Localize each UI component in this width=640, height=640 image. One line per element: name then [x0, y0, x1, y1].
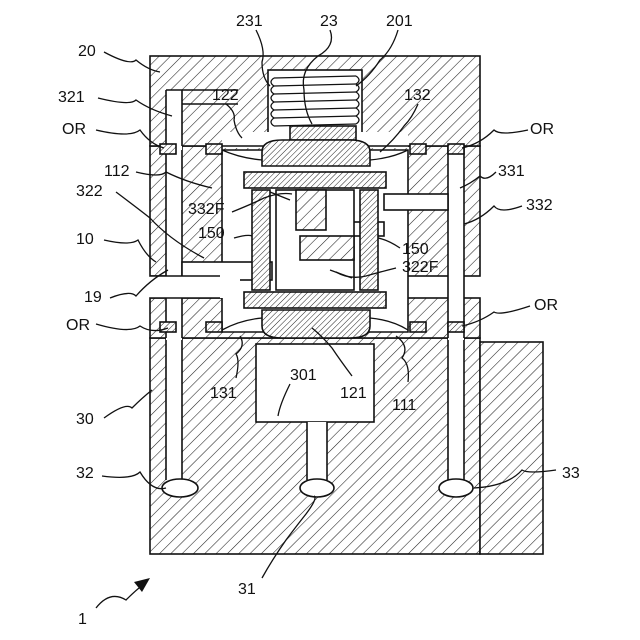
- label-332: 332: [526, 197, 553, 214]
- label-231: 231: [236, 13, 263, 30]
- label-301: 301: [290, 367, 317, 384]
- label-321: 321: [58, 89, 85, 106]
- label-or-top-left: OR: [62, 121, 86, 138]
- port-32: [162, 479, 198, 497]
- label-or-bottom-right: OR: [534, 297, 558, 314]
- label-figure-1: 1: [78, 611, 87, 628]
- label-or-top-right: OR: [530, 121, 554, 138]
- label-32: 32: [76, 465, 94, 482]
- label-121: 121: [340, 385, 367, 402]
- spacer-150-left: [252, 190, 270, 290]
- label-or-bottom-left: OR: [66, 317, 90, 334]
- label-201: 201: [386, 13, 413, 30]
- label-112: 112: [104, 163, 130, 180]
- label-31: 31: [238, 581, 256, 598]
- label-122: 122: [212, 87, 239, 104]
- label-131: 131: [210, 385, 237, 402]
- label-322: 322: [76, 183, 103, 200]
- label-20: 20: [78, 43, 96, 60]
- label-132: 132: [404, 87, 431, 104]
- figure-pointer-line: [96, 584, 144, 608]
- label-30: 30: [76, 411, 94, 428]
- label-111: 111: [392, 397, 416, 414]
- label-23: 23: [320, 13, 338, 30]
- label-322F: 322F: [402, 259, 439, 276]
- label-332F: 332F: [188, 201, 225, 218]
- label-33: 33: [562, 465, 580, 482]
- port-31: [300, 479, 334, 497]
- valve-stack: [244, 172, 386, 308]
- label-150-left: 150: [198, 225, 225, 242]
- label-331: 331: [498, 163, 525, 180]
- label-19: 19: [84, 289, 102, 306]
- base-block-30: [150, 330, 543, 554]
- port-33: [439, 479, 473, 497]
- label-150-right: 150: [402, 241, 429, 258]
- label-10: 10: [76, 231, 94, 248]
